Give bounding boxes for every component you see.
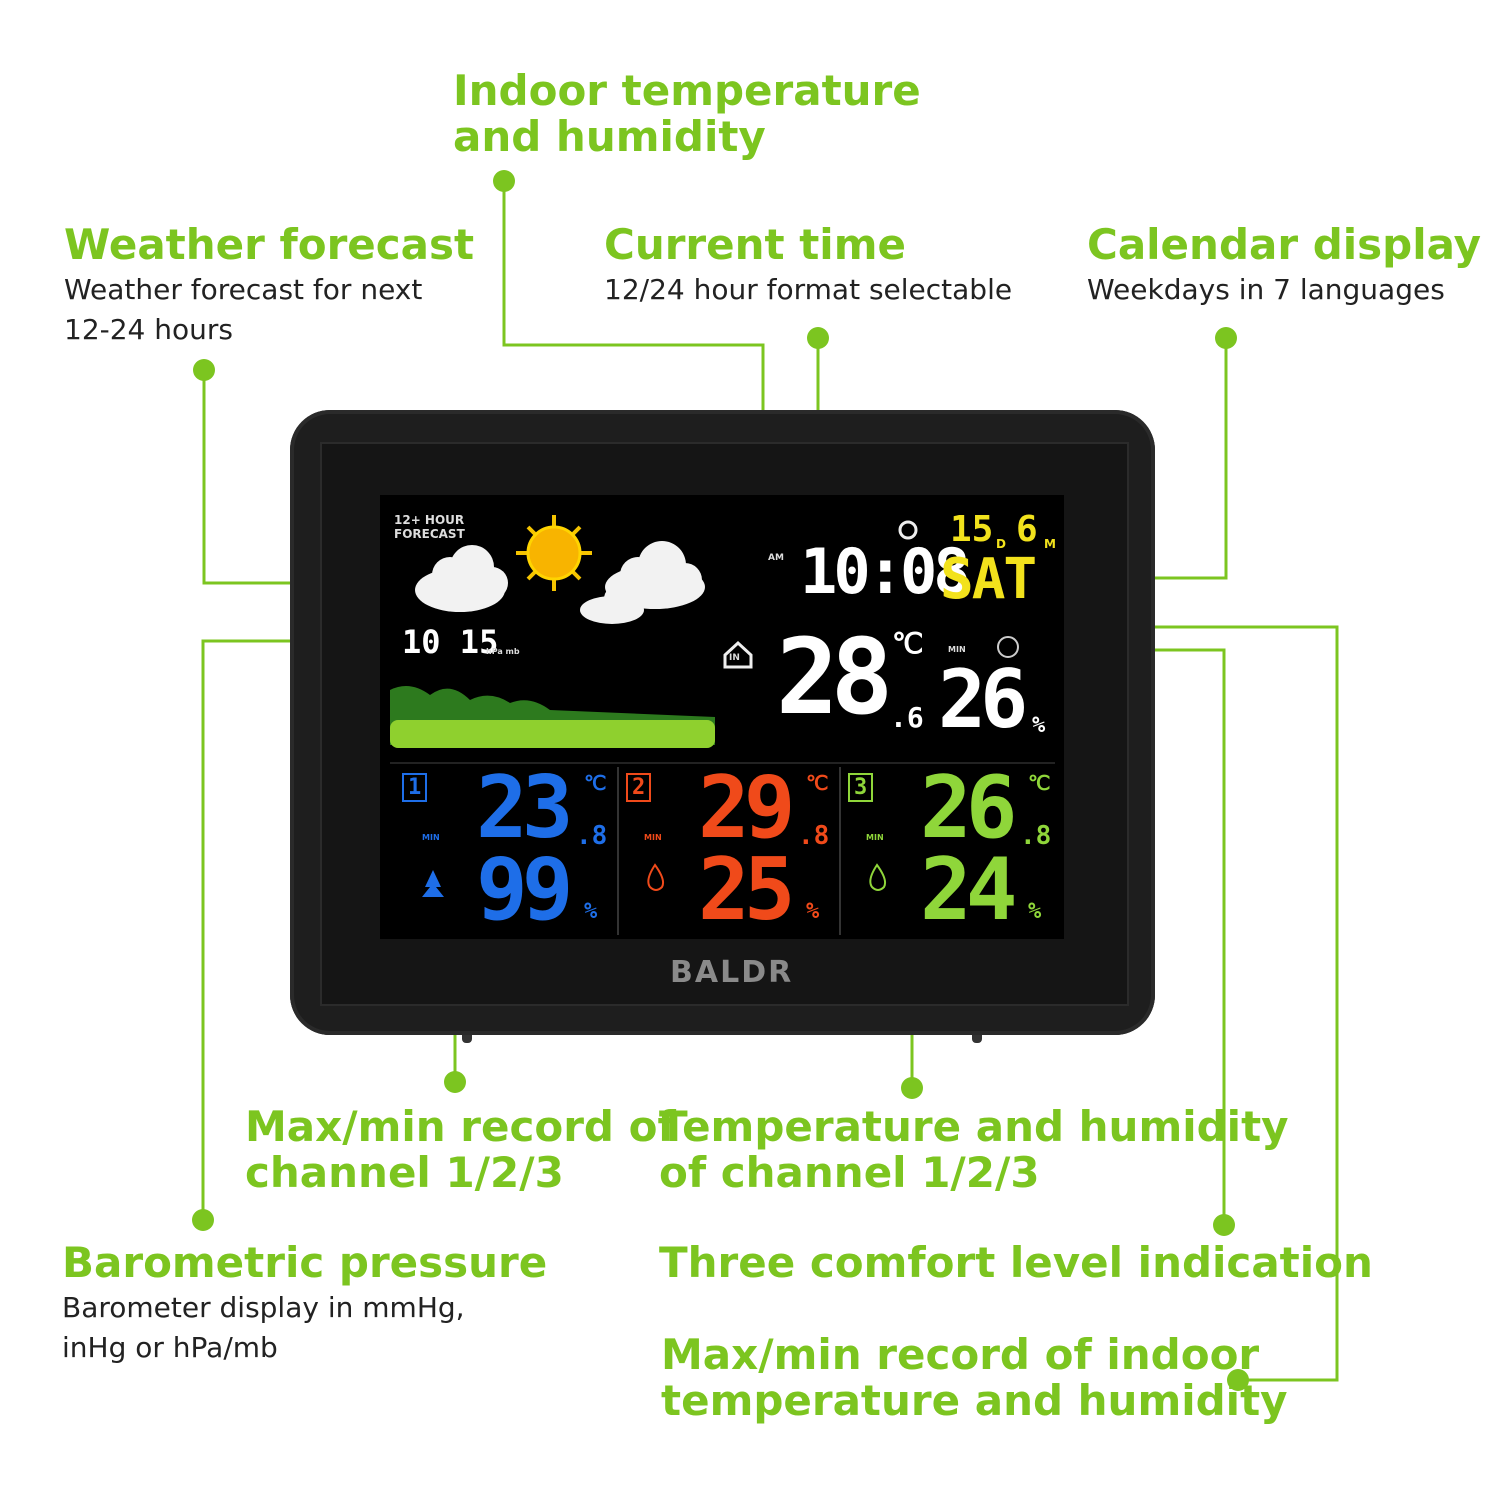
- time-dot: [807, 327, 829, 349]
- channel-1-min-indicator: MIN: [422, 833, 440, 842]
- indoor-min-indicator: MIN: [948, 645, 966, 654]
- date-month-unit: M: [1044, 537, 1056, 551]
- date-day: 15: [950, 509, 994, 550]
- forecast-callout-title: Weather forecast: [64, 220, 475, 269]
- calendar-callout-desc: Weekdays in 7 languages: [1087, 273, 1445, 306]
- channel-2-number: 2: [626, 773, 652, 802]
- channel-2-min-indicator: MIN: [644, 833, 662, 842]
- comfort-face-icon: [997, 636, 1019, 658]
- indoor-temperature-unit: ℃: [892, 627, 924, 660]
- device-foot-right: [972, 1035, 982, 1043]
- barometric-dot: [192, 1209, 214, 1231]
- time-callout-title: Current time: [604, 220, 906, 269]
- comfort-dot: [1213, 1214, 1235, 1236]
- alarm-icon: [898, 520, 918, 540]
- comfort-callout-title: Three comfort level indication: [659, 1238, 1373, 1287]
- channel-3-humidity: 24: [920, 840, 1018, 940]
- barometric-callout-title: Barometric pressure: [62, 1238, 548, 1287]
- channel-3-temperature-decimal: .8: [1020, 821, 1052, 851]
- current-time: 10:08: [800, 535, 971, 608]
- forecast-dot: [193, 359, 215, 381]
- channel-3-temperature: 26: [920, 758, 1018, 858]
- channel-2-humidity: 25: [698, 840, 796, 940]
- device-foot-left: [462, 1035, 472, 1043]
- house-icon: [723, 640, 753, 669]
- channel-1-humidity-percent: %: [584, 899, 598, 924]
- indoor-callout-title: Indoor temperature and humidity: [453, 66, 921, 161]
- channel-3-temperature-unit: ℃: [1028, 771, 1051, 795]
- tree-icon: [422, 870, 444, 897]
- channel-2-temperature: 29: [698, 758, 796, 858]
- channel-1-number: 1: [402, 773, 428, 802]
- calendar-callout-title: Calendar display: [1087, 220, 1482, 269]
- pressure-unit: hPa mb: [486, 647, 520, 656]
- channel-th-dot: [901, 1077, 923, 1099]
- forecast-illustration: [390, 515, 1055, 935]
- channel-2-temperature-unit: ℃: [806, 771, 829, 795]
- channel-th-callout-title: Temperature and humidity of channel 1/2/…: [659, 1102, 1289, 1197]
- barometric-callout-desc: Barometer display in mmHg, inHg or hPa/m…: [62, 1291, 465, 1364]
- indoor-humidity: 26: [938, 653, 1028, 746]
- indoor-label: IN: [729, 653, 740, 663]
- lcd-screen: 12+ HOUR FORECAST 10 15 hPa mb AM 10:08 …: [380, 495, 1064, 939]
- maxmin-channel-callout-title: Max/min record of channel 1/2/3: [245, 1102, 676, 1197]
- sun-icon: [516, 515, 592, 591]
- pressure-value: 10 15: [402, 623, 499, 661]
- cloud-icon-left: [415, 545, 508, 612]
- channel-1-temperature-decimal: .8: [576, 821, 608, 851]
- channel-3-min-indicator: MIN: [866, 833, 884, 842]
- date-day-unit: D: [996, 537, 1006, 551]
- drop-icon-ch3: [869, 863, 887, 891]
- drop-icon-ch2: [647, 863, 665, 891]
- indoor-dot: [493, 170, 515, 192]
- landscape-icon: [390, 686, 715, 748]
- brand-logo: BALDR: [670, 955, 794, 990]
- channel-3-number: 3: [848, 773, 874, 802]
- channel-2-humidity-percent: %: [806, 899, 820, 924]
- channel-3-humidity-percent: %: [1028, 899, 1042, 924]
- channel-1-temperature-unit: ℃: [584, 771, 607, 795]
- channel-2-temperature-decimal: .8: [798, 821, 830, 851]
- indoor-temperature: 28: [776, 616, 893, 738]
- maxmin-indoor-callout-title: Max/min record of indoor temperature and…: [661, 1330, 1288, 1425]
- channel-1-temperature: 23: [476, 758, 574, 858]
- am-indicator: AM: [768, 553, 784, 563]
- channel-1-humidity: 99: [476, 840, 574, 940]
- weekday: SAT: [940, 547, 1037, 612]
- forecast-callout-desc: Weather forecast for next 12-24 hours: [64, 273, 423, 346]
- forecast-label: 12+ HOUR FORECAST: [394, 513, 465, 541]
- maxmin-indoor-dot: [1227, 1369, 1249, 1391]
- indoor-humidity-percent: %: [1032, 713, 1046, 738]
- time-callout-desc: 12/24 hour format selectable: [604, 273, 1013, 306]
- calendar-dot: [1215, 327, 1237, 349]
- maxmin-channel-dot: [444, 1071, 466, 1093]
- indoor-temperature-decimal: .6: [890, 701, 924, 734]
- cloud-icon-right: [580, 541, 705, 624]
- date-month: 6: [1016, 509, 1038, 550]
